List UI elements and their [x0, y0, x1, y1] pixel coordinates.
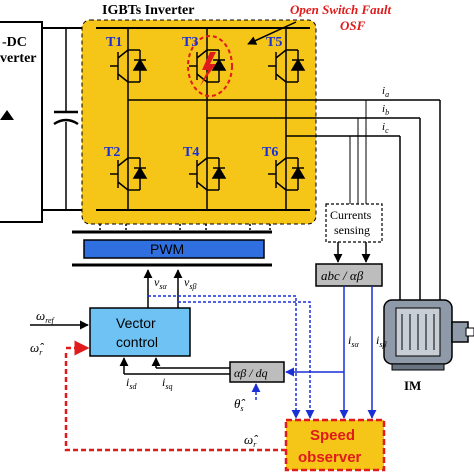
- ab-dq-transform-label: αβ / dq: [234, 366, 268, 380]
- igbt-t1-icon: [110, 49, 148, 83]
- induction-motor-icon: [383, 299, 474, 371]
- omega-hat-observer-label: ω̂r: [244, 432, 258, 449]
- fault-pointer-arrow: [247, 21, 297, 45]
- speed-feedback-path: [64, 350, 286, 452]
- switch-t2-label: T2: [104, 145, 120, 160]
- theta-label: θ̂s: [234, 396, 245, 413]
- speed-observer-line2: observer: [298, 449, 362, 466]
- pwm-label: PWM: [150, 241, 184, 257]
- vector-control-line2: control: [116, 334, 158, 350]
- switch-t1-label: T1: [106, 35, 122, 50]
- v-alpha-to-observer: [148, 295, 301, 419]
- v-alpha-label: vsα: [154, 275, 167, 291]
- current-ic-label: ic: [382, 121, 389, 135]
- inverter-title: IGBTs Inverter: [102, 3, 194, 18]
- omega-ref-label: ωref: [36, 308, 56, 325]
- currents-sensing-line2: sensing: [334, 223, 370, 237]
- dc-capacitor-plate-bottom: [53, 118, 79, 126]
- fault-label-line2: OSF: [340, 18, 366, 33]
- dcdc-label-line1: -DC: [2, 35, 27, 50]
- ab-dq-transform-block: [229, 361, 285, 383]
- switch-t3-label: T3: [182, 35, 198, 50]
- abc-ab-transform-block: [315, 263, 383, 287]
- fault-highlight-ellipse: [187, 35, 233, 97]
- v-beta-to-observer: [178, 301, 315, 419]
- isa-label: isα: [348, 333, 359, 349]
- abc-ab-transform-label: abc / αβ: [321, 268, 364, 283]
- igbt-t2-icon: [110, 157, 148, 191]
- igbt-t4-icon: [189, 157, 227, 191]
- switch-t6-label: T6: [262, 145, 278, 160]
- current-ia-label: ia: [382, 85, 389, 99]
- v-beta-label: vsβ: [184, 275, 196, 291]
- vector-control-line1: Vector: [116, 315, 156, 331]
- isd-label: isd: [126, 375, 137, 391]
- inverter-panel: [81, 19, 317, 225]
- omega-hat-label: ω̂r: [30, 340, 44, 357]
- motor-label: IM: [404, 378, 421, 393]
- switch-t4-label: T4: [183, 145, 199, 160]
- isq-label: isq: [162, 375, 172, 391]
- diode-symbol-icon: [0, 110, 14, 120]
- current-ib-label: ib: [382, 103, 389, 117]
- dcdc-label-line2: verter: [0, 51, 37, 66]
- vector-control-block: [89, 307, 191, 357]
- gate-connectors: [99, 224, 271, 232]
- switch-t5-label: T5: [266, 35, 282, 50]
- igbt-t5-icon: [268, 49, 306, 83]
- speed-observer-block: [284, 418, 386, 472]
- currents-sensing-line1: Currents: [330, 208, 372, 222]
- igbt-t6-icon: [268, 157, 306, 191]
- isb-label: isβ: [376, 333, 386, 349]
- dcdc-converter-box: [0, 21, 43, 223]
- igbt-t3-icon: [189, 49, 227, 83]
- speed-observer-line1: Speed: [310, 427, 355, 444]
- fault-label-line1: Open Switch Fault: [290, 2, 392, 17]
- currents-sensing-block: [325, 203, 383, 243]
- fault-lightning-icon: [200, 52, 216, 86]
- pwm-block: [83, 239, 265, 259]
